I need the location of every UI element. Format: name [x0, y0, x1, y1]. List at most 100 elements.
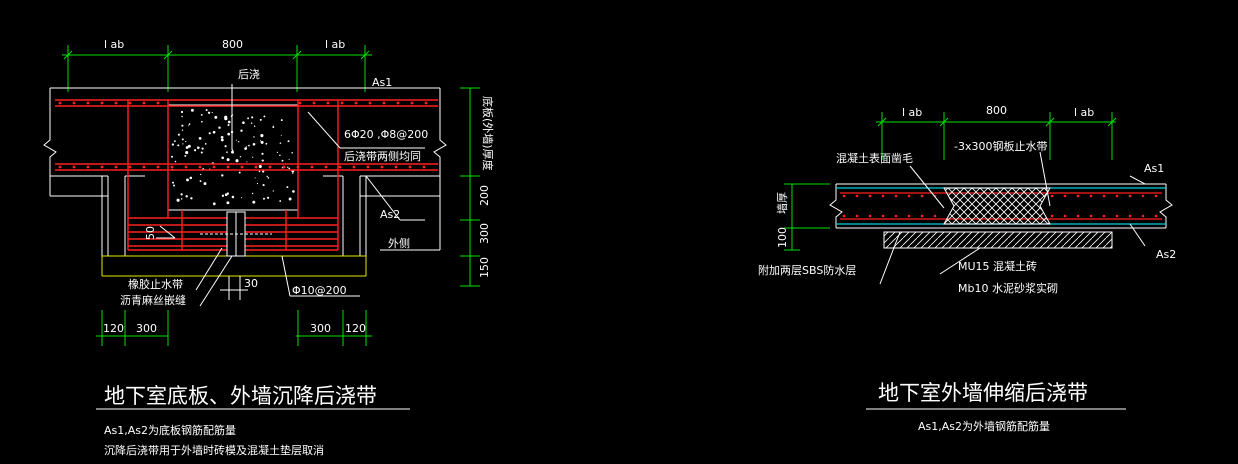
rebar-dot — [382, 101, 386, 105]
right-label-mu15: MU15 混凝土砖 — [958, 259, 1037, 273]
right-label-as1: As1 — [1144, 162, 1164, 175]
right-left-dimension — [784, 183, 830, 251]
concrete-speckle — [212, 202, 216, 206]
rebar-dot — [1115, 194, 1119, 198]
concrete-speckle — [187, 144, 191, 148]
rebar-dot — [128, 101, 132, 105]
concrete-speckle — [238, 141, 240, 143]
concrete-speckle — [250, 122, 253, 124]
left-label-both-sides: 后浇带两侧均同 — [344, 150, 421, 163]
concrete-speckle — [291, 152, 293, 154]
left-detail: l ab 800 l ab — [43, 38, 495, 457]
left-dim-120-a: 120 — [103, 322, 124, 335]
concrete-speckle — [265, 142, 268, 145]
concrete-speckle — [279, 154, 281, 156]
left-label-50: 50 — [144, 226, 157, 240]
concrete-speckle — [224, 193, 228, 196]
rebar-dot — [1141, 194, 1145, 198]
concrete-speckle — [247, 117, 250, 120]
concrete-speckle — [221, 194, 225, 197]
concrete-speckle — [272, 190, 274, 192]
concrete-speckle — [220, 135, 224, 139]
concrete-speckle — [174, 160, 177, 163]
concrete-speckle — [251, 116, 254, 119]
left-rebar-dots — [58, 101, 428, 169]
rebar-dot — [410, 101, 414, 105]
rebar-dot — [324, 165, 328, 169]
concrete-speckle — [227, 120, 231, 124]
right-label-rough: 混凝土表面凿毛 — [836, 151, 913, 165]
right-top-dimension — [876, 112, 1117, 160]
concrete-speckle — [279, 142, 282, 144]
concrete-speckle — [292, 172, 294, 174]
right-post-cast-concrete — [943, 187, 1051, 225]
left-label-as2: As2 — [380, 208, 400, 221]
rebar-dot — [868, 214, 872, 218]
rebar-dot — [58, 101, 62, 105]
concrete-speckle — [287, 166, 289, 168]
concrete-speckle — [177, 144, 180, 147]
left-title: 地下室底板、外墙沉降后浇带 — [104, 384, 377, 408]
rebar-dot — [868, 194, 872, 198]
rebar-dot — [1128, 214, 1132, 218]
concrete-speckle — [208, 132, 211, 135]
concrete-speckle — [200, 173, 202, 176]
concrete-speckle — [220, 138, 224, 142]
concrete-speckle — [224, 145, 227, 148]
rebar-dot — [920, 214, 924, 218]
concrete-speckle — [235, 139, 237, 141]
concrete-speckle — [226, 151, 228, 153]
concrete-speckle — [188, 125, 190, 127]
concrete-speckle — [224, 115, 228, 119]
concrete-speckle — [181, 115, 183, 118]
concrete-speckle — [252, 200, 256, 204]
rebar-dot — [86, 165, 90, 169]
concrete-speckle — [184, 154, 187, 157]
rebar-dot — [1115, 214, 1119, 218]
concrete-speckle — [185, 146, 189, 149]
left-note-2: 沉降后浇带用于外墙时砖模及混凝土垫层取消 — [104, 443, 324, 457]
rebar-dot — [268, 165, 272, 169]
rebar-dot — [254, 165, 258, 169]
concrete-speckle — [245, 146, 247, 148]
concrete-speckle — [256, 182, 259, 185]
concrete-speckle — [258, 164, 262, 169]
rebar-dot — [855, 214, 859, 218]
concrete-speckle — [227, 132, 231, 136]
left-label-thickness: 底板(外墙)厚度 — [481, 96, 495, 171]
concrete-speckle — [238, 171, 241, 174]
rebar-dot — [198, 165, 202, 169]
concrete-speckle — [259, 140, 261, 142]
left-label-rubber: 橡胶止水带 — [128, 277, 183, 291]
left-label-30: 30 — [244, 277, 258, 290]
rebar-dot — [338, 165, 342, 169]
rebar-dot — [366, 165, 370, 169]
concrete-speckle — [252, 142, 256, 146]
concrete-speckle — [276, 151, 278, 153]
concrete-speckle — [185, 140, 187, 143]
concrete-speckle — [188, 123, 191, 125]
rebar-dot — [326, 101, 330, 105]
left-label-houjiao: 后浇 — [238, 68, 260, 81]
rebar-dot — [920, 194, 924, 198]
rebar-dot — [1154, 214, 1158, 218]
rebar-dot — [1076, 194, 1080, 198]
right-brick-layer — [883, 231, 1113, 249]
concrete-speckle — [272, 126, 275, 128]
rebar-dot — [1063, 194, 1067, 198]
left-dim-300-a: 300 — [136, 322, 157, 335]
concrete-speckle — [171, 143, 175, 146]
rebar-dot — [142, 165, 146, 169]
concrete-speckle — [227, 192, 229, 194]
left-waterstop — [200, 211, 272, 257]
concrete-speckle — [254, 177, 256, 179]
rebar-dot — [1050, 214, 1054, 218]
concrete-speckle — [221, 156, 224, 160]
concrete-speckle — [221, 174, 224, 177]
concrete-speckle — [288, 197, 292, 201]
rebar-dot — [894, 214, 898, 218]
concrete-speckle — [214, 115, 218, 119]
left-label-rebar: 6Φ20 ,Φ8@200 — [344, 128, 428, 141]
rebar-dot — [212, 165, 216, 169]
concrete-speckle — [262, 184, 265, 187]
